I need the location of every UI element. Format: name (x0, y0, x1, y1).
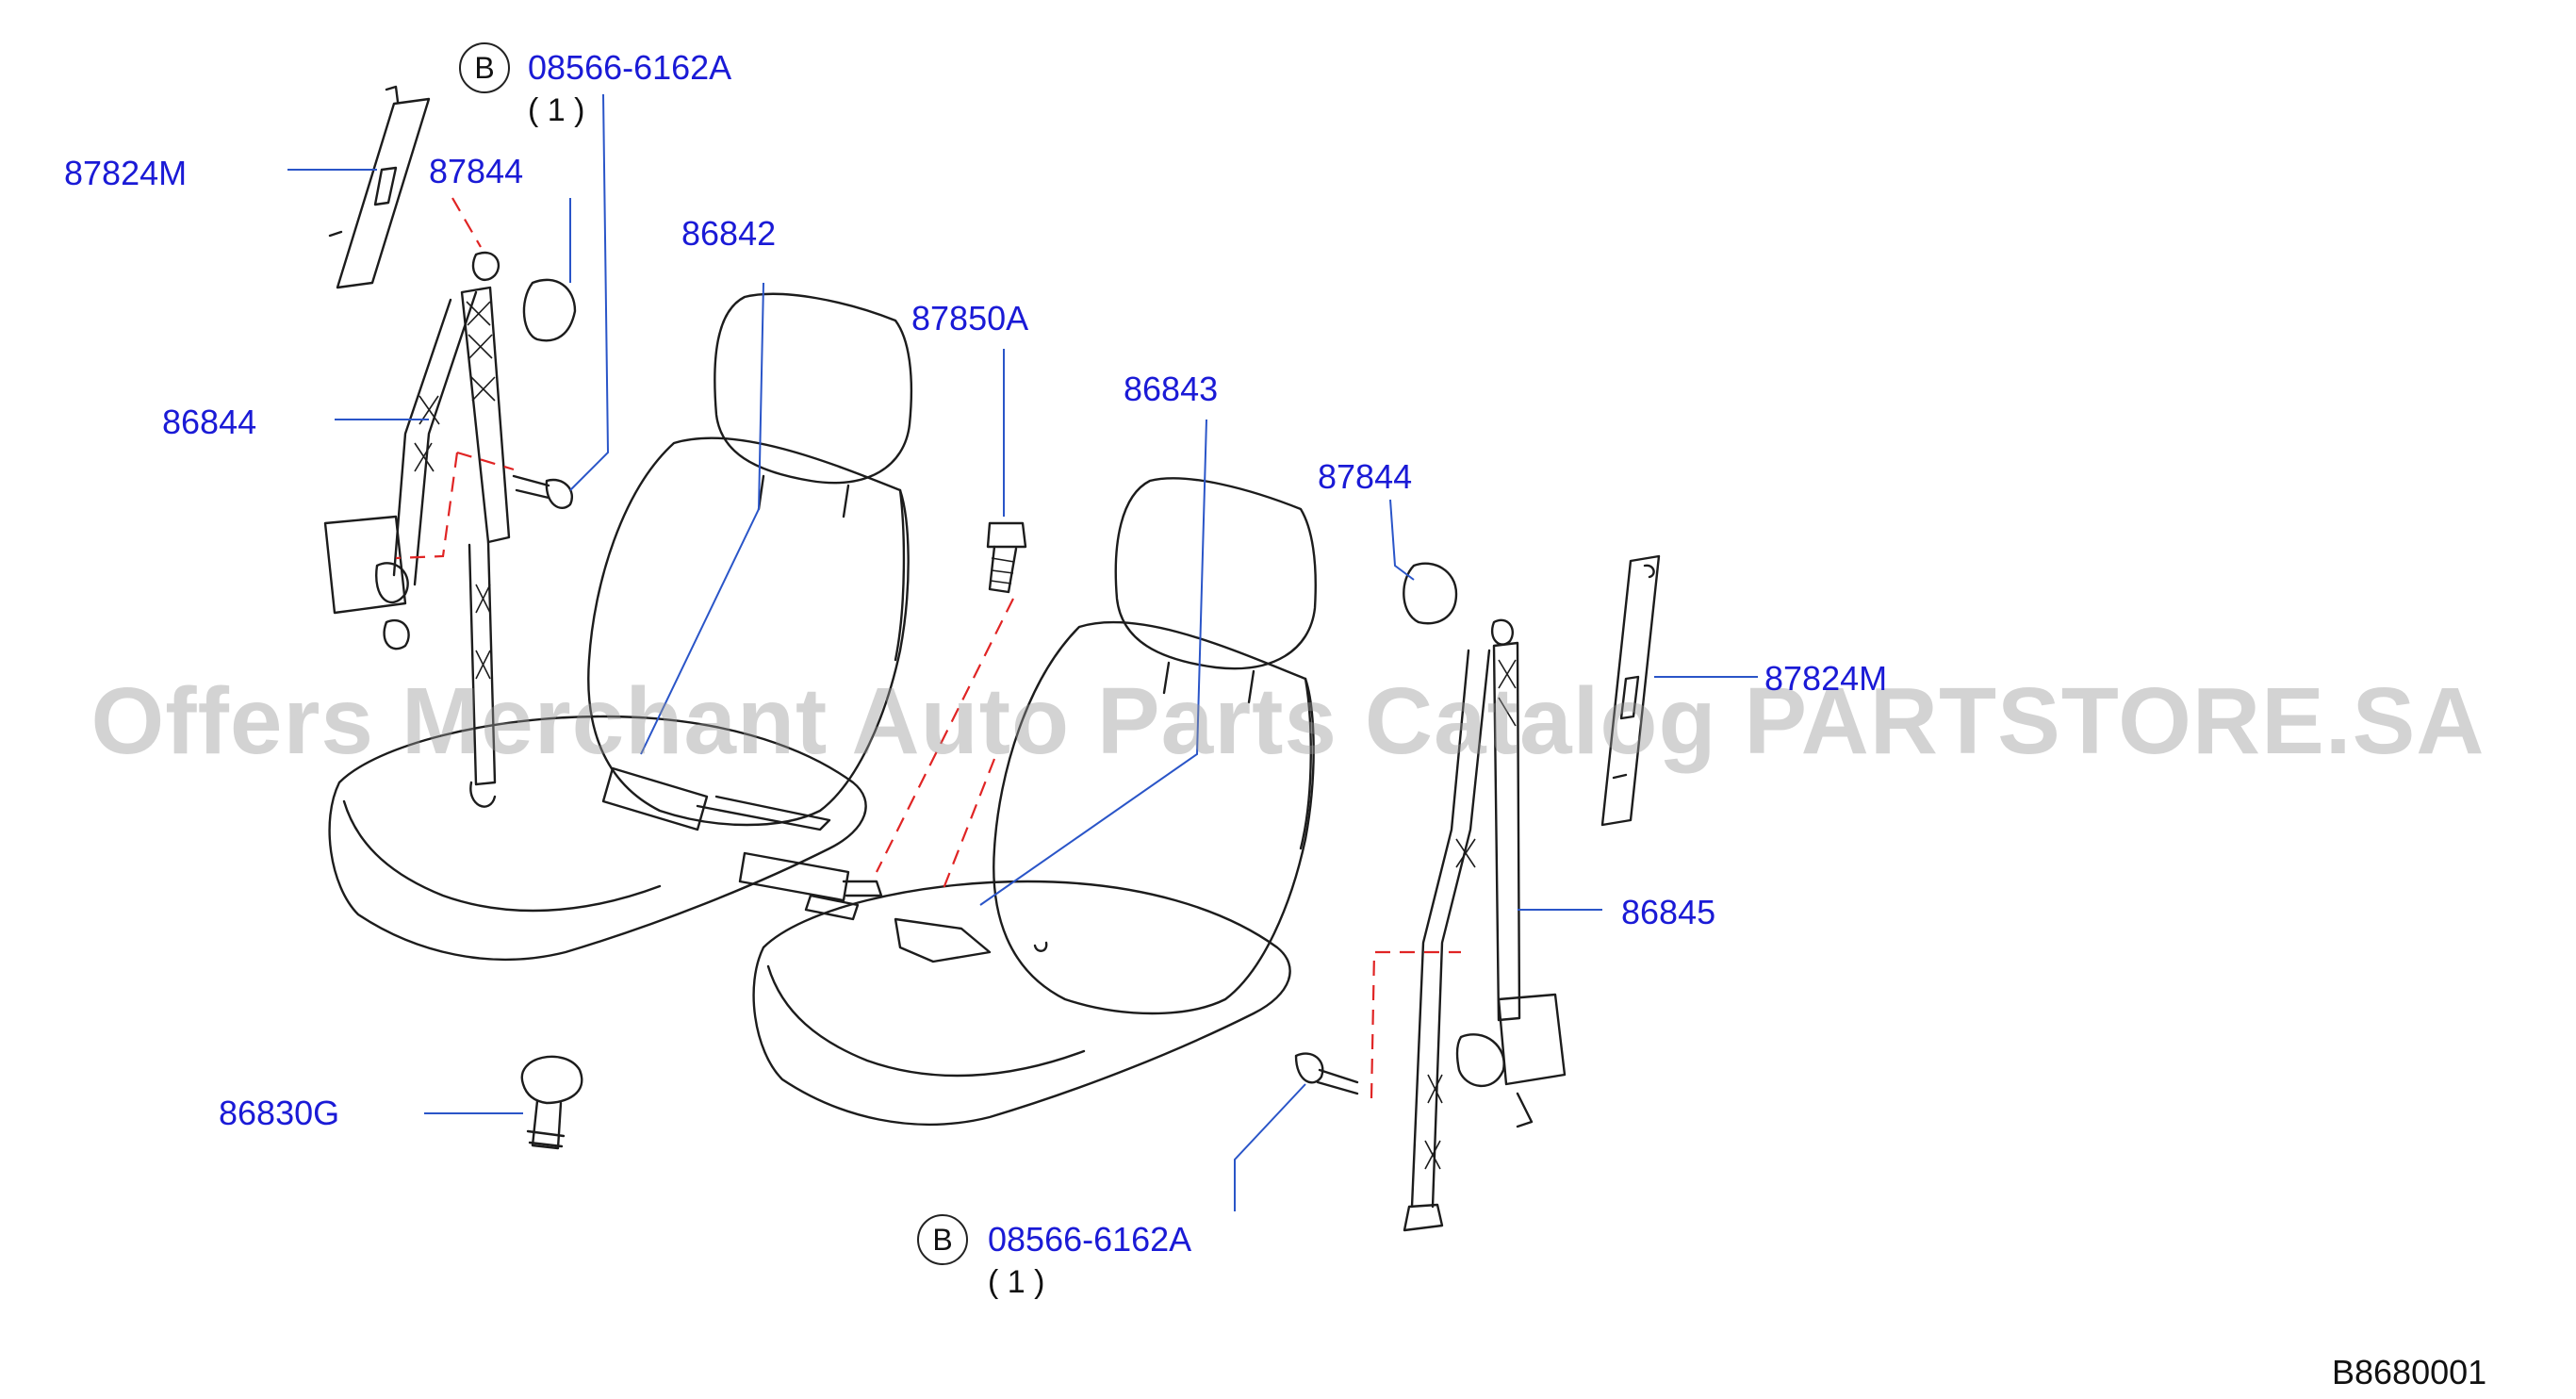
left-seat (328, 292, 913, 962)
assembly-lines (395, 197, 1461, 1099)
center-buckles (601, 521, 1048, 963)
clip-86830G (520, 1055, 583, 1150)
label-87844-left[interactable]: 87844 (429, 152, 524, 190)
label-87850A[interactable]: 87850A (911, 299, 1029, 337)
label-86842[interactable]: 86842 (681, 214, 777, 253)
label-87824M-right[interactable]: 87824M (1764, 659, 1888, 698)
bolt-badge-bottom: B (917, 1214, 968, 1265)
label-86845[interactable]: 86845 (1621, 893, 1716, 931)
label-86843[interactable]: 86843 (1124, 370, 1219, 408)
right-seat (752, 477, 1317, 1127)
right-belt (1294, 554, 1661, 1232)
diagram-ref-code: B8680001 (2332, 1353, 2487, 1391)
label-bolt-top[interactable]: 08566-6162A (528, 48, 732, 87)
qty-bolt-bottom: ( 1 ) (988, 1264, 1045, 1300)
label-87844-right[interactable]: 87844 (1318, 457, 1413, 496)
label-86830G[interactable]: 86830G (219, 1094, 340, 1132)
left-belt (323, 85, 577, 808)
label-87824M-left[interactable]: 87824M (64, 154, 188, 192)
label-bolt-bottom[interactable]: 08566-6162A (988, 1220, 1192, 1259)
label-86844[interactable]: 86844 (162, 403, 257, 441)
qty-bolt-top: ( 1 ) (528, 92, 585, 128)
leader-lines (287, 93, 1758, 1211)
bolt-badge-top: B (459, 42, 510, 93)
